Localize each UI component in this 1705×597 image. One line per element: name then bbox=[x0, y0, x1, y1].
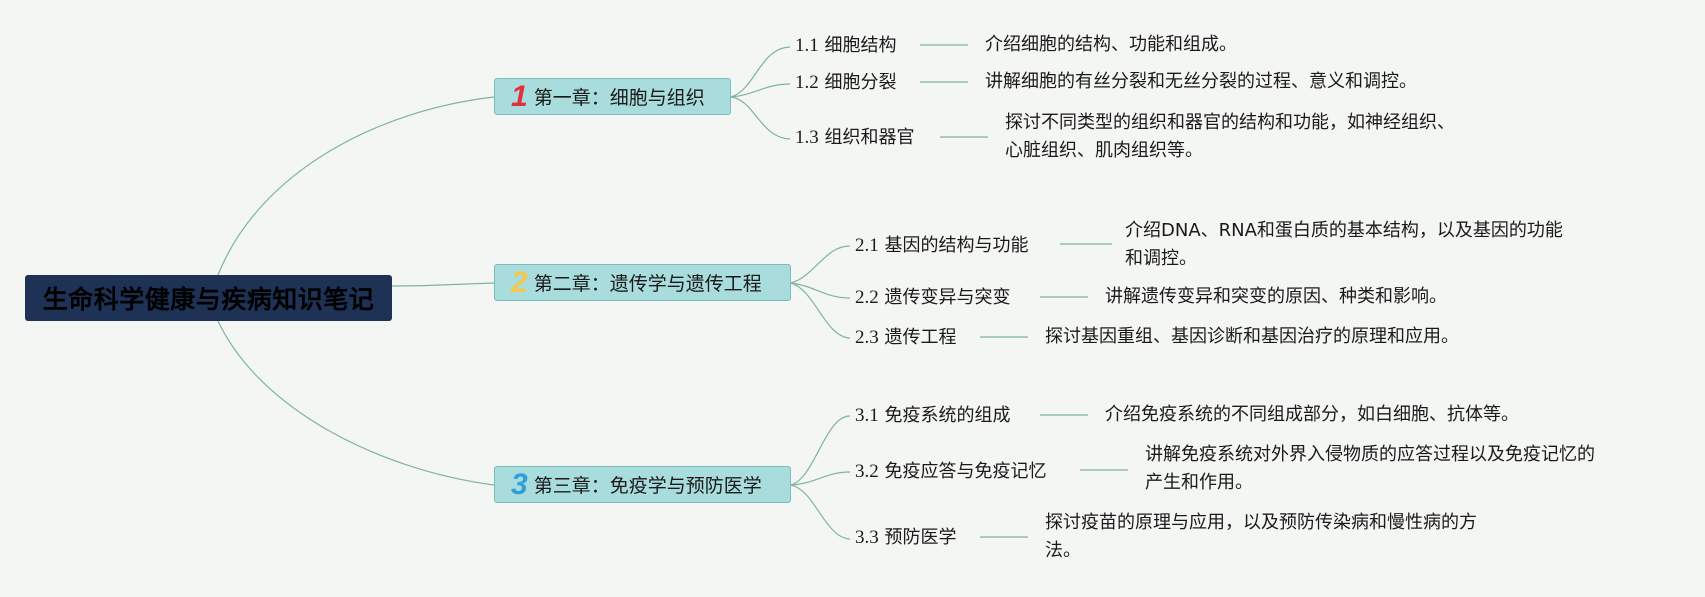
desc-line: 探讨基因重组、基因诊断和基因治疗的原理和应用。 bbox=[1045, 326, 1459, 347]
desc-line: 讲解遗传变异和突变的原因、种类和影响。 bbox=[1105, 286, 1447, 307]
root-node[interactable]: 生命科学健康与疾病知识笔记 bbox=[25, 275, 392, 321]
topic-code: 2.1 bbox=[855, 235, 879, 256]
chapter-node-2[interactable]: 2 第二章：遗传学与遗传工程 bbox=[494, 264, 791, 301]
topic-desc-3-1: 介绍免疫系统的不同组成部分，如白细胞、抗体等。 bbox=[1105, 401, 1519, 429]
topic-1-2[interactable]: 1.2 细胞分裂 bbox=[795, 72, 896, 94]
topic-desc-2-1: 介绍DNA、RNA和蛋白质的基本结构，以及基因的功能 和调控。 bbox=[1125, 217, 1563, 273]
chapter-node-1[interactable]: 1 第一章：细胞与组织 bbox=[494, 78, 731, 115]
topic-code: 2.2 bbox=[855, 287, 879, 308]
chapter-node-3[interactable]: 3 第三章：免疫学与预防医学 bbox=[494, 466, 791, 503]
topic-3-2[interactable]: 3.2 免疫应答与免疫记忆 bbox=[855, 461, 1046, 483]
desc-line: 介绍免疫系统的不同组成部分，如白细胞、抗体等。 bbox=[1105, 404, 1519, 425]
topic-desc-3-3: 探讨疫苗的原理与应用，以及预防传染病和慢性病的方 法。 bbox=[1045, 509, 1477, 565]
link-ch2-t2 bbox=[790, 282, 851, 299]
topic-code: 3.2 bbox=[855, 461, 879, 482]
topic-desc-1-2: 讲解细胞的有丝分裂和无丝分裂的过程、意义和调控。 bbox=[985, 68, 1417, 96]
link-root-ch3 bbox=[217, 320, 495, 486]
link-ch3-t3 bbox=[790, 484, 851, 540]
desc-line: 探讨不同类型的组织和器官的结构和功能，如神经组织、 bbox=[1005, 112, 1455, 133]
topic-2-1[interactable]: 2.1 基因的结构与功能 bbox=[855, 235, 1028, 257]
link-ch3-t2 bbox=[790, 471, 851, 486]
desc-line: 产生和作用。 bbox=[1145, 472, 1253, 493]
topic-desc-3-2: 讲解免疫系统对外界入侵物质的应答过程以及免疫记忆的 产生和作用。 bbox=[1145, 441, 1595, 497]
chapter-number-1: 1 bbox=[511, 79, 528, 113]
topic-desc-1-1: 介绍细胞的结构、功能和组成。 bbox=[985, 31, 1237, 59]
topic-label: 免疫应答与免疫记忆 bbox=[884, 461, 1047, 482]
topic-label: 遗传变异与突变 bbox=[884, 287, 1011, 308]
desc-line: 讲解免疫系统对外界入侵物质的应答过程以及免疫记忆的 bbox=[1145, 444, 1595, 465]
desc-line: 心脏组织、肌肉组织等。 bbox=[1005, 140, 1203, 161]
chapter-number-2: 2 bbox=[511, 265, 528, 299]
desc-line: 介绍细胞的结构、功能和组成。 bbox=[985, 34, 1237, 55]
desc-line: 探讨疫苗的原理与应用，以及预防传染病和慢性病的方 bbox=[1045, 512, 1477, 533]
topic-code: 3.1 bbox=[855, 405, 879, 426]
topic-label: 细胞分裂 bbox=[824, 72, 897, 93]
topic-3-3[interactable]: 3.3 预防医学 bbox=[855, 527, 956, 549]
desc-line: 介绍DNA、RNA和蛋白质的基本结构，以及基因的功能 bbox=[1125, 220, 1563, 241]
topic-desc-1-3: 探讨不同类型的组织和器官的结构和功能，如神经组织、 心脏组织、肌肉组织等。 bbox=[1005, 109, 1455, 165]
link-ch2-t3 bbox=[790, 282, 851, 339]
topic-3-1[interactable]: 3.1 免疫系统的组成 bbox=[855, 405, 1010, 427]
link-root-ch1 bbox=[217, 96, 495, 276]
desc-line: 讲解细胞的有丝分裂和无丝分裂的过程、意义和调控。 bbox=[985, 71, 1417, 92]
link-ch1-t1 bbox=[730, 46, 791, 98]
topic-code: 1.3 bbox=[795, 127, 819, 148]
chapter-label-3: 第三章：免疫学与预防医学 bbox=[533, 475, 762, 497]
topic-label: 遗传工程 bbox=[884, 327, 957, 348]
desc-line: 和调控。 bbox=[1125, 248, 1197, 269]
topic-desc-2-3: 探讨基因重组、基因诊断和基因治疗的原理和应用。 bbox=[1045, 323, 1459, 351]
topic-label: 免疫系统的组成 bbox=[884, 405, 1011, 426]
link-ch3-t1 bbox=[790, 415, 851, 486]
chapter-label-1: 第一章：细胞与组织 bbox=[533, 87, 705, 109]
link-ch1-t3 bbox=[730, 96, 791, 140]
topic-label: 组织和器官 bbox=[824, 127, 915, 148]
desc-line: 法。 bbox=[1045, 540, 1081, 561]
link-ch1-t2 bbox=[730, 83, 791, 98]
link-root-ch2 bbox=[391, 282, 495, 287]
chapter-number-3: 3 bbox=[511, 467, 528, 501]
chapter-label-2: 第二章：遗传学与遗传工程 bbox=[533, 273, 762, 295]
topic-label: 预防医学 bbox=[884, 527, 957, 548]
topic-code: 1.1 bbox=[795, 35, 819, 56]
topic-1-1[interactable]: 1.1 细胞结构 bbox=[795, 35, 896, 57]
topic-desc-2-2: 讲解遗传变异和突变的原因、种类和影响。 bbox=[1105, 283, 1447, 311]
topic-2-2[interactable]: 2.2 遗传变异与突变 bbox=[855, 287, 1010, 309]
topic-code: 1.2 bbox=[795, 72, 819, 93]
topic-1-3[interactable]: 1.3 组织和器官 bbox=[795, 127, 914, 149]
topic-label: 细胞结构 bbox=[824, 35, 897, 56]
topic-code: 2.3 bbox=[855, 327, 879, 348]
topic-2-3[interactable]: 2.3 遗传工程 bbox=[855, 327, 956, 349]
link-ch2-t1 bbox=[790, 245, 851, 284]
topic-code: 3.3 bbox=[855, 527, 879, 548]
topic-label: 基因的结构与功能 bbox=[884, 235, 1029, 256]
